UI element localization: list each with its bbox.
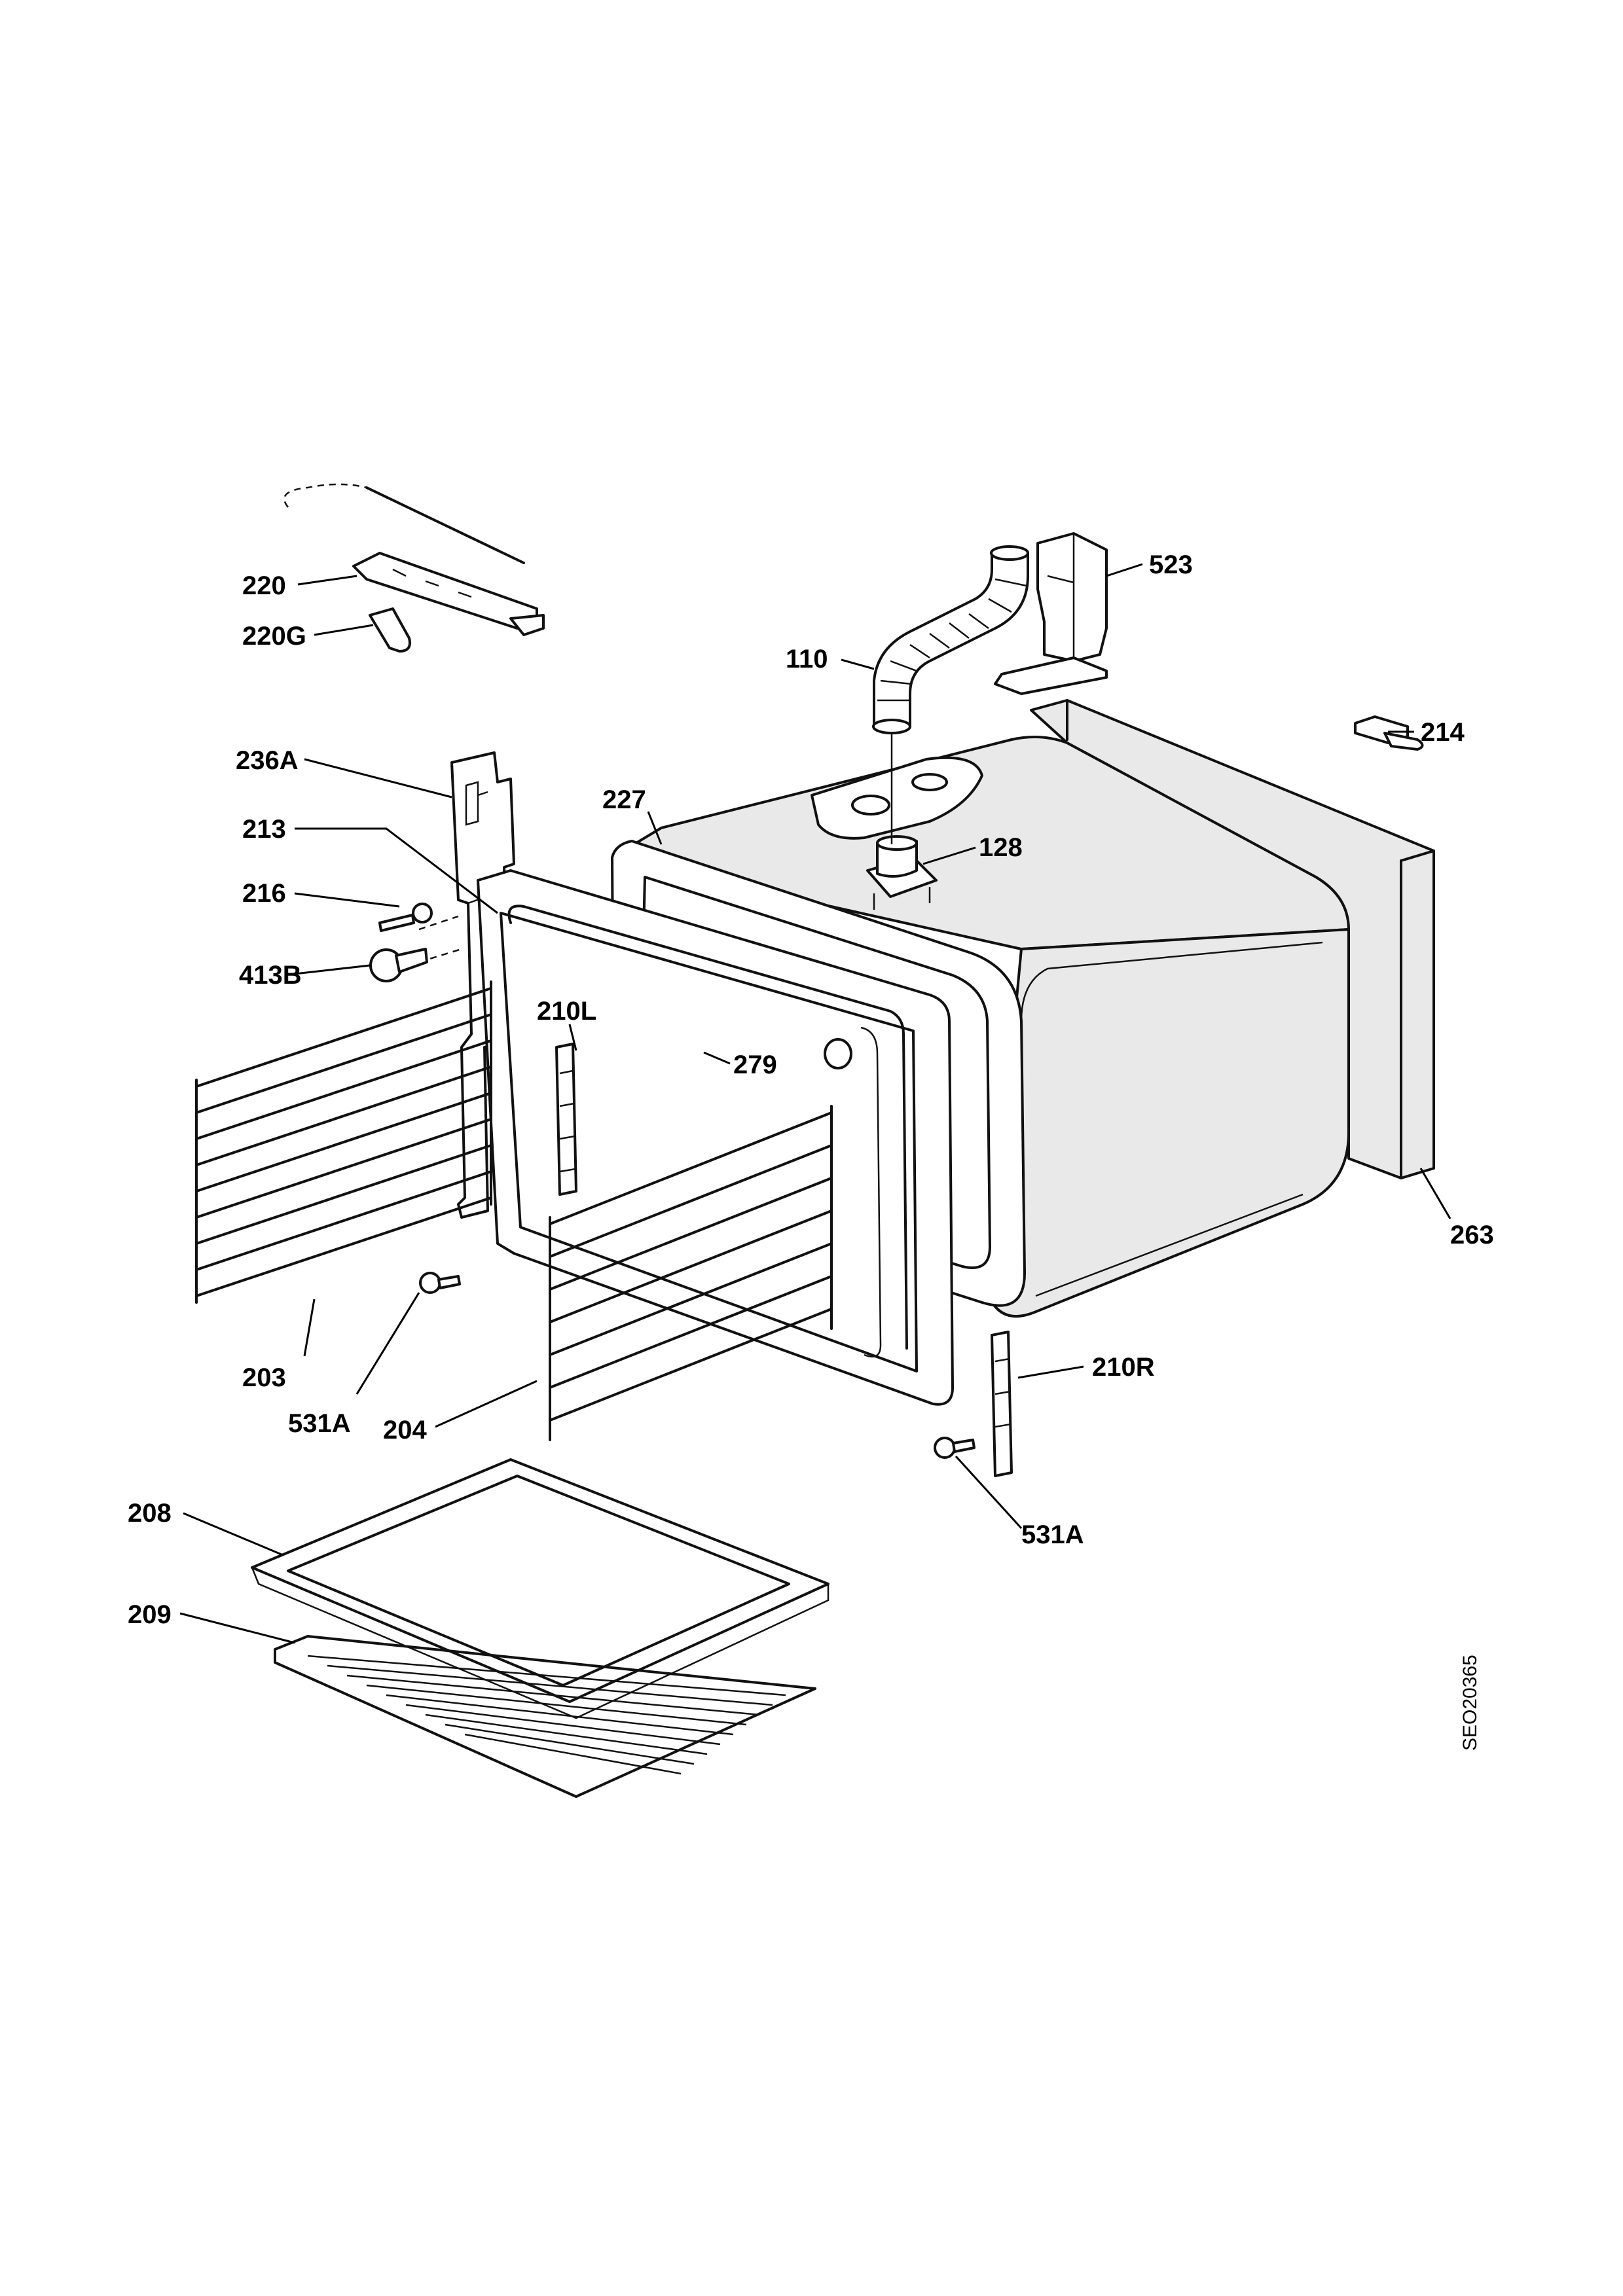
callout-204: 204 [383, 1416, 427, 1444]
callout-213: 213 [242, 815, 286, 844]
flexible-duct [872, 545, 1029, 844]
callout-279: 279 [733, 1050, 777, 1079]
callout-210r: 210R [1092, 1353, 1155, 1382]
callout-labels: 220 220G 110 523 214 236A 227 128 213 21… [128, 550, 1494, 1629]
callout-236a: 236A [236, 746, 299, 775]
callout-531a-left: 531A [288, 1409, 351, 1438]
callout-523: 523 [1149, 550, 1193, 579]
callout-209: 209 [128, 1600, 172, 1629]
wire-rack-left [195, 980, 492, 1304]
callout-227: 227 [602, 785, 646, 814]
clip-part [1354, 715, 1424, 751]
shelf-brackets [555, 1043, 1013, 1477]
drawing-reference-code: SEO20365 [1459, 1655, 1481, 1751]
callout-220g: 220G [242, 622, 306, 651]
callout-214: 214 [1421, 718, 1465, 747]
callout-110: 110 [786, 645, 828, 673]
sensor-assembly [283, 483, 545, 653]
baking-tray [251, 1458, 830, 1719]
callout-531a-right: 531A [1021, 1520, 1084, 1549]
fasteners [369, 903, 976, 1459]
leader-lines [179, 563, 1451, 1644]
wire-rack-right [549, 1105, 833, 1441]
callout-220: 220 [242, 571, 286, 600]
insulation-pad [1030, 699, 1435, 1179]
top-vent-plate [811, 756, 983, 910]
callout-203: 203 [242, 1363, 286, 1392]
oven-grid [274, 1635, 816, 1798]
callout-413b: 413B [239, 961, 302, 990]
duct-bracket [994, 532, 1108, 695]
callout-128: 128 [979, 833, 1023, 862]
callout-210l: 210L [537, 997, 596, 1026]
callout-216: 216 [242, 879, 286, 908]
callout-208: 208 [128, 1499, 172, 1528]
callout-263: 263 [1450, 1221, 1494, 1249]
